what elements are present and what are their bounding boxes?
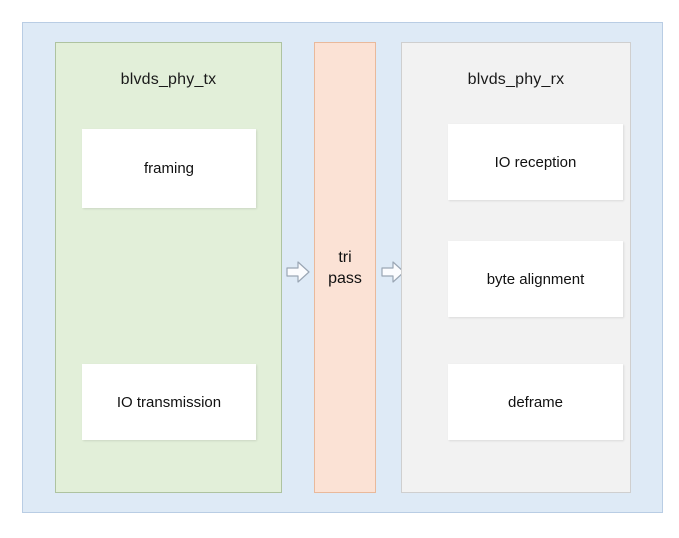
arrow-right-icon-tx-to-tri <box>285 259 311 285</box>
panel-title-tx: blvds_phy_tx <box>120 71 217 88</box>
panel-blvds-phy-tx[interactable]: blvds_phy_tx framing IO transmission <box>55 42 282 493</box>
block-byte-alignment[interactable]: byte alignment <box>448 241 623 317</box>
tri-pass-label-line-2: pass <box>328 269 362 287</box>
block-deframe[interactable]: deframe <box>448 364 623 440</box>
arrow-right-icon-tri-to-rx <box>380 259 406 285</box>
panel-tri-pass[interactable]: tri pass <box>314 42 376 493</box>
tri-pass-label-line-1: tri <box>338 248 352 266</box>
block-io-transmission[interactable]: IO transmission <box>82 364 256 440</box>
block-io-transmission-label: IO transmission <box>116 393 222 411</box>
block-framing-label: framing <box>143 160 195 177</box>
block-framing[interactable]: framing <box>82 129 256 208</box>
block-deframe-label: deframe <box>507 393 564 411</box>
block-io-reception-label: IO reception <box>494 153 577 171</box>
panel-blvds-phy-rx[interactable]: blvds_phy_rx IO reception byte alignment… <box>401 42 631 493</box>
tri-pass-label: tri pass <box>315 247 375 289</box>
block-byte-alignment-label: byte alignment <box>486 270 585 288</box>
diagram-outer-frame: blvds_phy_tx framing IO transmission tri… <box>22 22 663 513</box>
panel-title-rx: blvds_phy_rx <box>467 71 565 88</box>
block-io-reception[interactable]: IO reception <box>448 124 623 200</box>
